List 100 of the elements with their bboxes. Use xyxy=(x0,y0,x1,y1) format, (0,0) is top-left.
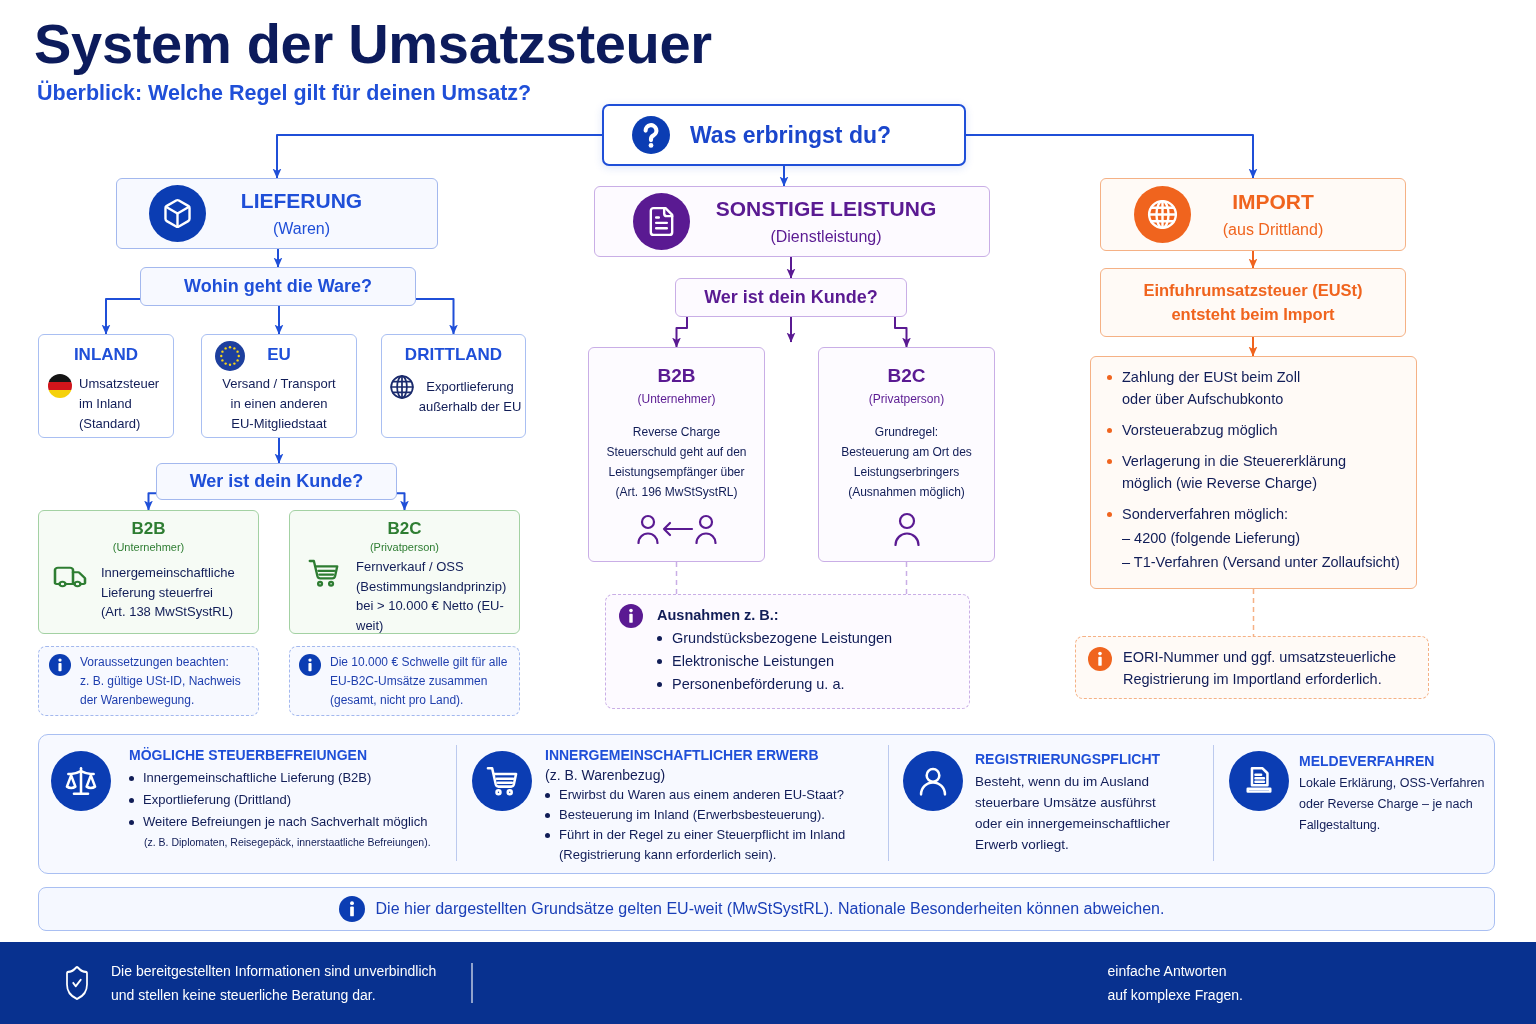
subheading: (aus Drittland) xyxy=(1222,220,1324,240)
arrow xyxy=(786,256,796,279)
dashed-connector xyxy=(905,561,908,595)
arrow xyxy=(101,298,141,335)
list-item: Weitere Befreiungen je nach Sachverhalt möglich xyxy=(143,813,428,831)
list-item: Zahlung der EUSt beim Zoll oder über Aufschubkonto xyxy=(1122,368,1302,409)
section-heading: REGISTRIERUNGSPFLICHT xyxy=(975,750,1161,769)
list-item: Innergemeinschaftliche Lieferung (B2B) xyxy=(143,769,372,787)
arrow xyxy=(672,316,688,348)
subheading: (Dienstleistung) xyxy=(770,227,882,247)
customer-card xyxy=(588,347,765,562)
list-item: Besteuerung im Inland (Erwerbsbesteuerung). xyxy=(559,806,825,824)
body-text: Versand / Transport in einen anderen EU-Mitgliedstaat xyxy=(221,374,337,433)
info-note xyxy=(289,646,520,716)
destination-card xyxy=(381,334,526,438)
arrow xyxy=(274,305,284,335)
dashed-connector xyxy=(1252,588,1255,637)
body-text: Reverse Charge xyxy=(632,424,721,441)
info-note xyxy=(605,594,970,709)
bullet-list-box xyxy=(1090,356,1417,589)
note-heading: Ausnahmen z. B.: xyxy=(657,606,779,625)
arrow xyxy=(965,134,1258,179)
heading: B2C xyxy=(387,518,422,539)
section-heading: MÖGLICHE STEUERBEFREIUNGEN xyxy=(129,746,367,765)
note-text: Die hier dargestellten Grundsätze gelten EU-weit (MwStSystRL). Nationale Besonderheiten können abweichen. xyxy=(375,899,1165,919)
subheading: (Unternehmer) xyxy=(112,540,185,555)
body-text: Innergemeinschaftliche Lieferung steuerfrei (Art. 138 MwStSystRL) xyxy=(101,564,236,621)
list-item: Personenbeförderung u. a. xyxy=(672,675,845,694)
body-text: Grundregel: xyxy=(874,424,939,441)
heading: B2B xyxy=(657,364,696,388)
arrow xyxy=(779,165,789,187)
heading: IMPORT xyxy=(1232,189,1314,215)
arrow xyxy=(272,134,603,179)
note-text: Voraussetzungen beachten: xyxy=(80,654,229,671)
footnote-text: (z. B. Diplomaten, Reisegepäck, innerstaatliche Befreiungen). xyxy=(144,835,431,850)
body-text: Umsatzsteuer im Inland (Standard) xyxy=(79,374,161,433)
list-item: Sonderverfahren möglich: xyxy=(1122,505,1289,524)
list-item: Exportlieferung (Drittland) xyxy=(143,791,292,809)
arrow xyxy=(415,298,458,335)
body-text: Steuerschuld geht auf den Leistungsempfänger über (Art. 196 MwStSystRL) xyxy=(605,444,748,501)
dashed-connector xyxy=(675,561,678,595)
customer-card xyxy=(289,510,520,634)
page-subtitle: Überblick: Welche Regel gilt für deinen Umsatz? xyxy=(37,79,532,107)
customer-card xyxy=(38,510,259,634)
subheading: (z. B. Warenbezug) xyxy=(545,766,666,785)
question-box xyxy=(1100,268,1406,337)
section-heading: INNERGEMEINSCHAFTLICHER ERWERB xyxy=(545,746,819,765)
footer-band xyxy=(0,942,1536,1024)
list-item: Elektronische Leistungen xyxy=(672,652,835,671)
heading: B2C xyxy=(887,364,926,388)
body-text: Lokale Erklärung, OSS-Verfahren oder Reverse Charge – je nach Fallgestaltung. xyxy=(1299,775,1486,834)
destination-card xyxy=(38,334,174,438)
subheading: (Privatperson) xyxy=(369,540,440,555)
info-banner xyxy=(38,887,1495,931)
question-box xyxy=(156,463,397,500)
category-box xyxy=(116,178,438,249)
section-heading: MELDEVERFAHREN xyxy=(1299,752,1435,771)
heading: Einfuhrumsatzsteuer (EUSt) entsteht beim Import xyxy=(1142,280,1364,325)
subheading: (Privatperson) xyxy=(868,391,945,407)
list-item: – T1-Verfahren (Versand unter Zollaufsicht) xyxy=(1122,553,1400,572)
arrow xyxy=(144,492,157,511)
question-text: Wer ist dein Kunde? xyxy=(704,285,878,309)
heading: DRITTLAND xyxy=(404,343,503,366)
arrow xyxy=(396,492,409,511)
note-text: Die 10.000 € Schwelle gilt für alle EU-B2C-Umsätze zusammen (gesamt, nicht pro Land). xyxy=(330,654,509,709)
arrow xyxy=(273,248,283,268)
arrow xyxy=(894,316,911,348)
question-text: Was erbringst du? xyxy=(690,121,892,150)
heading: EU xyxy=(267,343,291,366)
heading: INLAND xyxy=(73,343,139,366)
question-box xyxy=(675,278,907,317)
list-item: Verlagerung in die Steuererklärung möglich (wie Reverse Charge) xyxy=(1122,452,1348,493)
subheading: (Unternehmer) xyxy=(637,391,716,407)
question-text: Wohin geht die Ware? xyxy=(184,274,372,298)
body-text: Exportlieferung außerhalb der EU xyxy=(418,377,522,416)
page-title: System der Umsatzsteuer xyxy=(34,12,712,76)
arrow xyxy=(786,316,796,343)
category-box xyxy=(1100,178,1406,251)
category-box xyxy=(594,186,990,257)
list-item: Grundstücksbezogene Leistungen xyxy=(672,629,893,648)
heading: SONSTIGE LEISTUNG xyxy=(715,196,937,222)
question-box xyxy=(602,104,966,166)
list-item: – 4200 (folgende Lieferung) xyxy=(1122,529,1301,548)
body-text: Besteht, wenn du im Ausland steuerbare Umsätze ausführst oder ein innergemeinschaftlicher Erwerb vorliegt. xyxy=(975,773,1172,854)
list-item: Vorsteuerabzug möglich xyxy=(1122,421,1278,440)
body-text: Fernverkauf / OSS (Bestimmungslandprinzip) bei > 10.000 € Netto (EU-weit) xyxy=(356,558,508,635)
info-note xyxy=(1075,636,1429,699)
arrow xyxy=(1248,250,1258,269)
subheading: (Waren) xyxy=(272,219,331,239)
question-box xyxy=(140,267,416,306)
customer-card xyxy=(818,347,995,562)
info-note xyxy=(38,646,259,716)
heading: B2B xyxy=(131,518,166,539)
note-text: z. B. gültige USt-ID, Nachweis der Warenbewegung. xyxy=(80,673,242,709)
disclaimer-text: Die bereitgestellten Informationen sind unverbindlich und stellen keine steuerliche Beratung dar. xyxy=(111,962,438,1005)
destination-card xyxy=(201,334,357,438)
arrow xyxy=(274,437,284,464)
question-text: Wer ist dein Kunde? xyxy=(189,469,364,493)
arrow xyxy=(1248,336,1258,357)
heading: LIEFERUNG xyxy=(240,188,363,214)
